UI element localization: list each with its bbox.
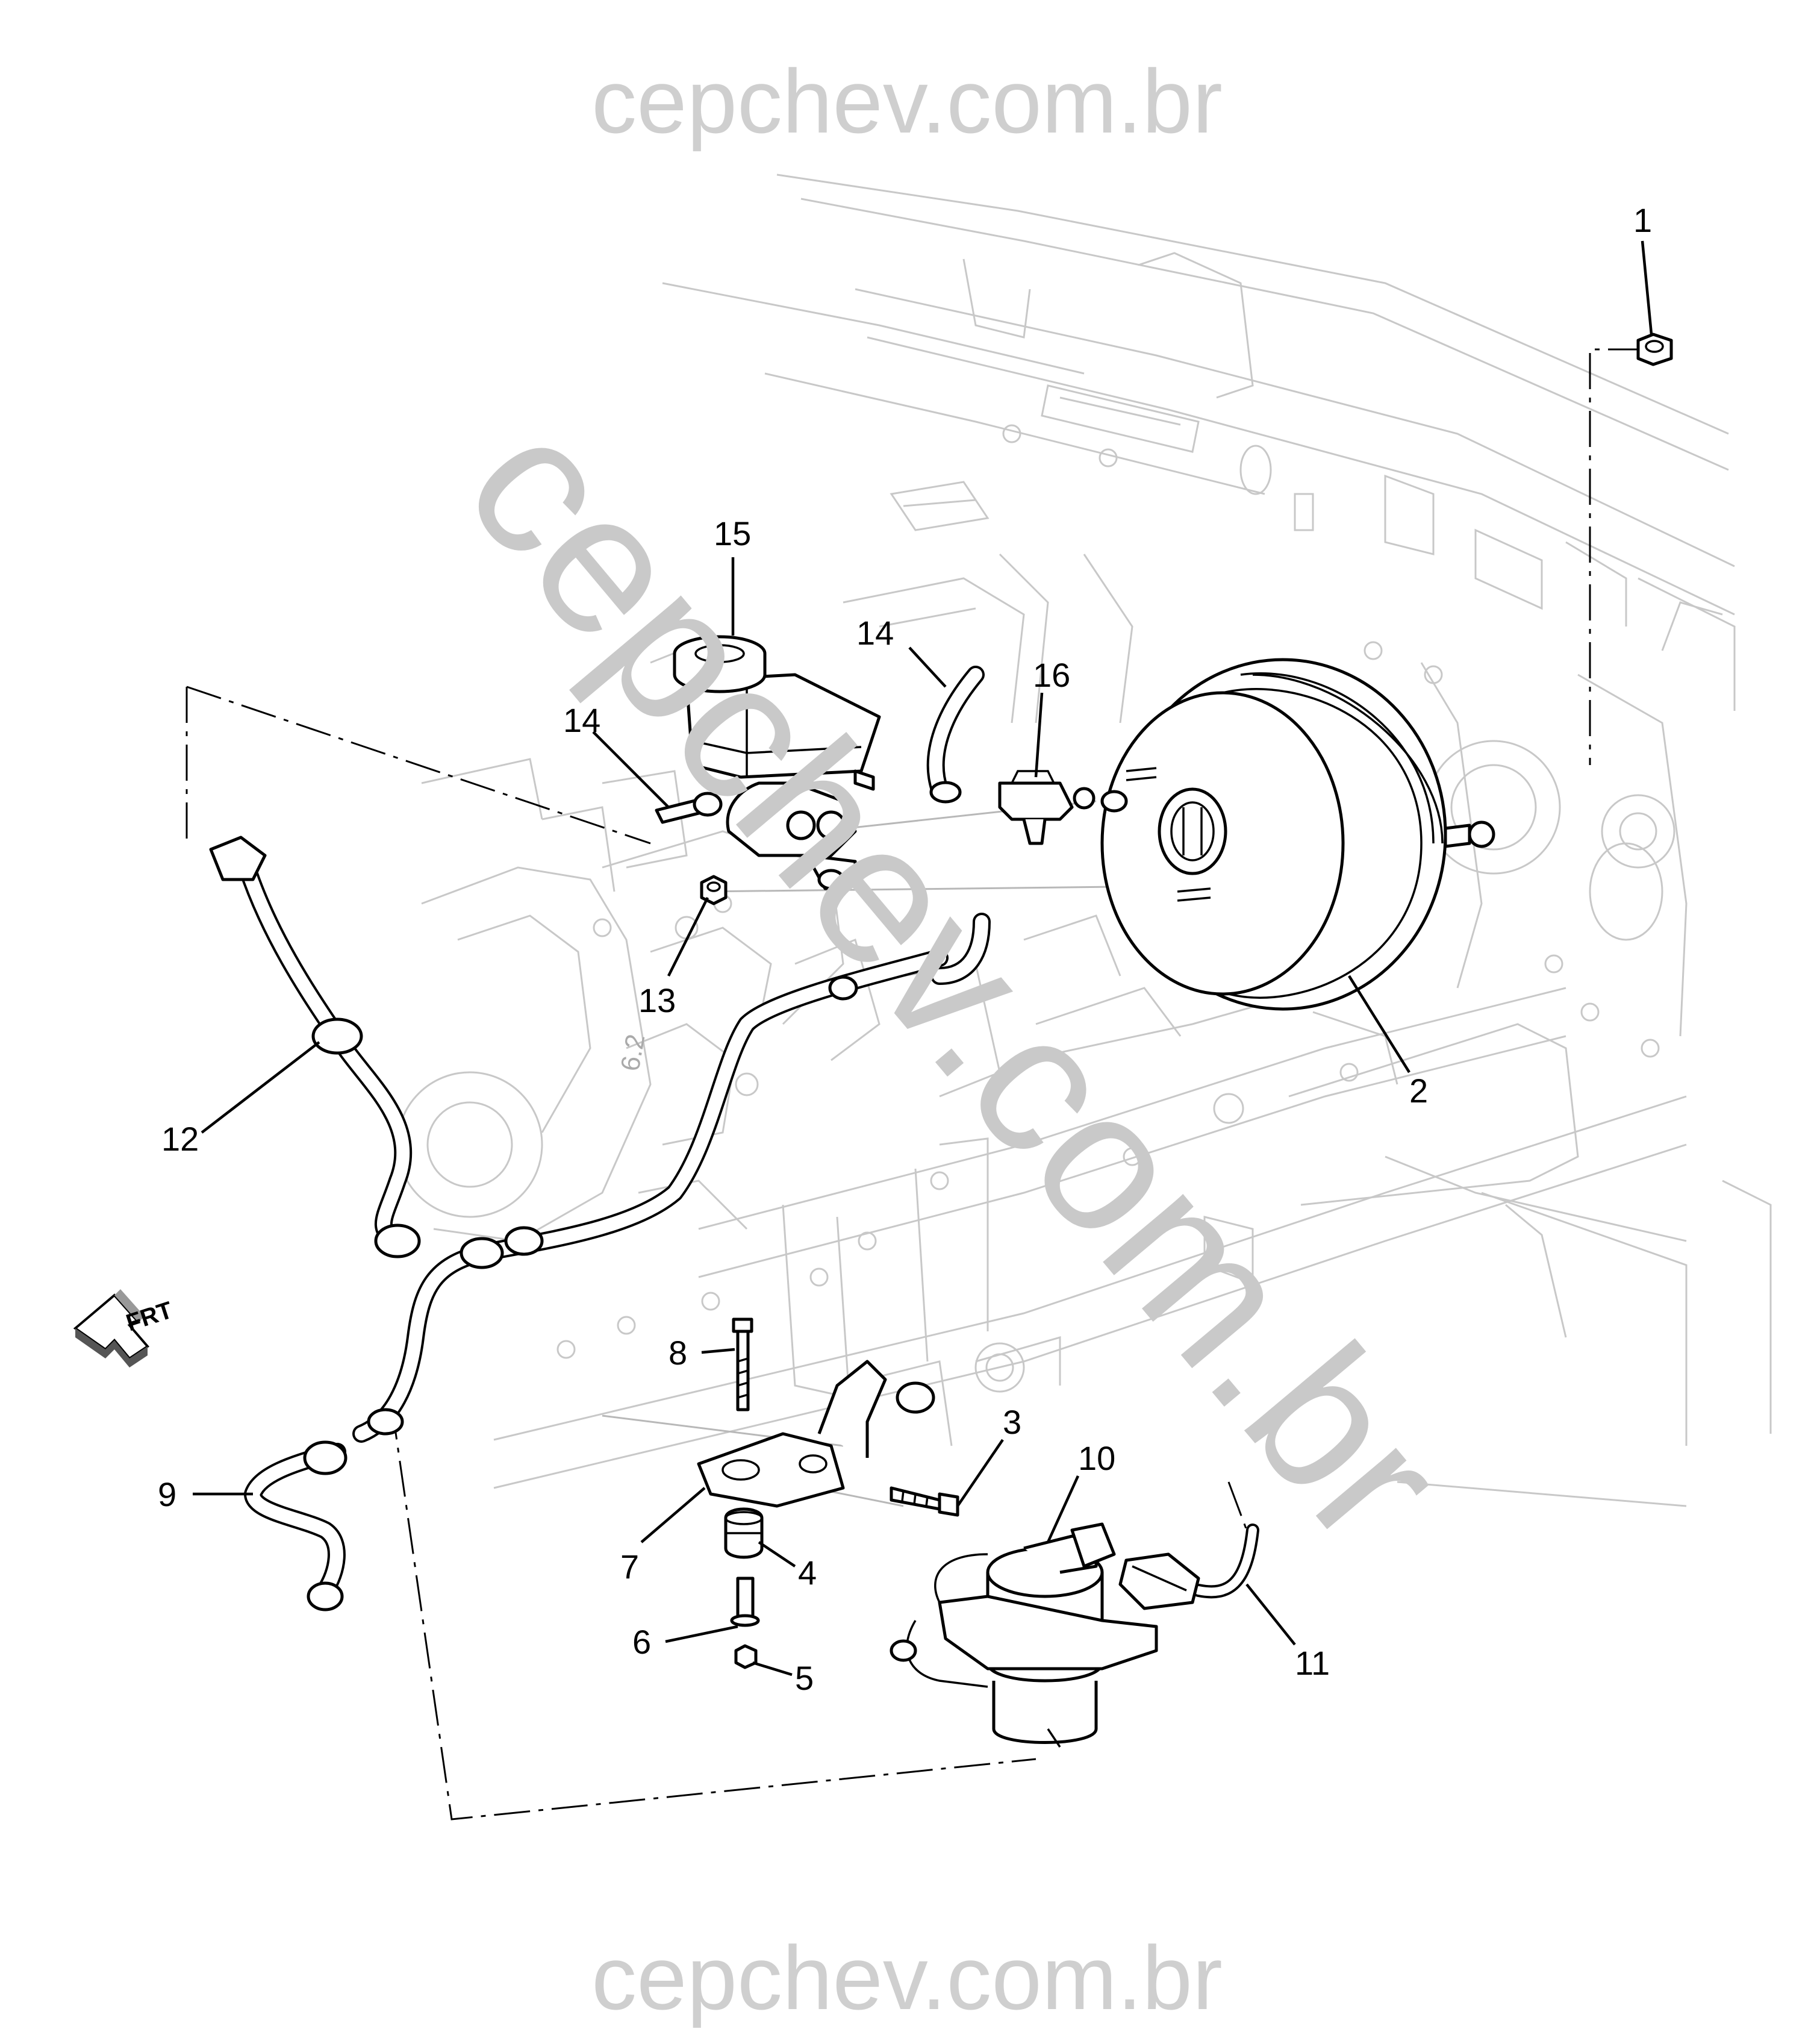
part-16-vacuum-sensor <box>998 770 1096 845</box>
part-2-brake-booster <box>1100 658 1495 1011</box>
callout-labels: 1 2 3 4 5 6 7 8 9 10 11 12 13 14 14 15 1… <box>158 201 1652 1697</box>
callout-16: 16 <box>1033 656 1070 694</box>
part-8-bolt <box>732 1317 753 1411</box>
callout-10: 10 <box>1078 1439 1115 1477</box>
part-13-nut <box>700 875 728 905</box>
callout-15: 15 <box>714 514 751 552</box>
leader-lines <box>193 240 1653 1677</box>
engine-displacement-mark: 6.2 <box>616 1032 651 1074</box>
part-7-pump-bracket <box>697 1360 935 1508</box>
callout-14b: 14 <box>856 614 894 652</box>
part-11-wiring-harness <box>1118 1524 1259 1610</box>
part-1-nut <box>1636 333 1673 366</box>
callout-4: 4 <box>798 1554 817 1592</box>
callout-5: 5 <box>795 1659 814 1697</box>
callout-3: 3 <box>1003 1403 1021 1441</box>
main-vacuum-hose <box>352 913 991 1443</box>
callout-13: 13 <box>638 981 676 1019</box>
phantom-lines <box>185 348 1644 1821</box>
watermark-bottom: cepchev.com.br <box>591 1927 1223 2028</box>
callout-1: 1 <box>1633 201 1652 239</box>
callout-6: 6 <box>632 1623 651 1661</box>
callout-12: 12 <box>161 1120 199 1158</box>
callout-7: 7 <box>620 1548 639 1586</box>
part-15-master-cylinder-reservoir <box>673 635 881 890</box>
callout-2: 2 <box>1409 1072 1428 1110</box>
part-14-vacuum-hose-upper <box>926 666 985 804</box>
part-6-sleeve <box>730 1577 760 1627</box>
vehicle-body-background <box>396 173 1772 1507</box>
part-3-bolt <box>890 1486 959 1517</box>
part-12-vacuum-hose <box>209 836 421 1258</box>
callout-14a: 14 <box>563 701 600 739</box>
part-10-vacuum-pump <box>890 1522 1158 1748</box>
watermarks: cepchev.com.br cepchev.com.br cepchev.co… <box>424 51 1488 2028</box>
part-5-nut <box>734 1644 758 1669</box>
part-14-hose-fitting-left <box>655 792 723 824</box>
callout-11: 11 <box>1295 1644 1330 1682</box>
front-direction-arrow-icon: FRT <box>73 1289 176 1367</box>
callout-8: 8 <box>669 1334 687 1372</box>
watermark-top: cepchev.com.br <box>591 51 1223 152</box>
part-9-hose <box>244 1440 348 1611</box>
part-4-insulator <box>724 1507 764 1559</box>
callout-9: 9 <box>158 1475 176 1513</box>
